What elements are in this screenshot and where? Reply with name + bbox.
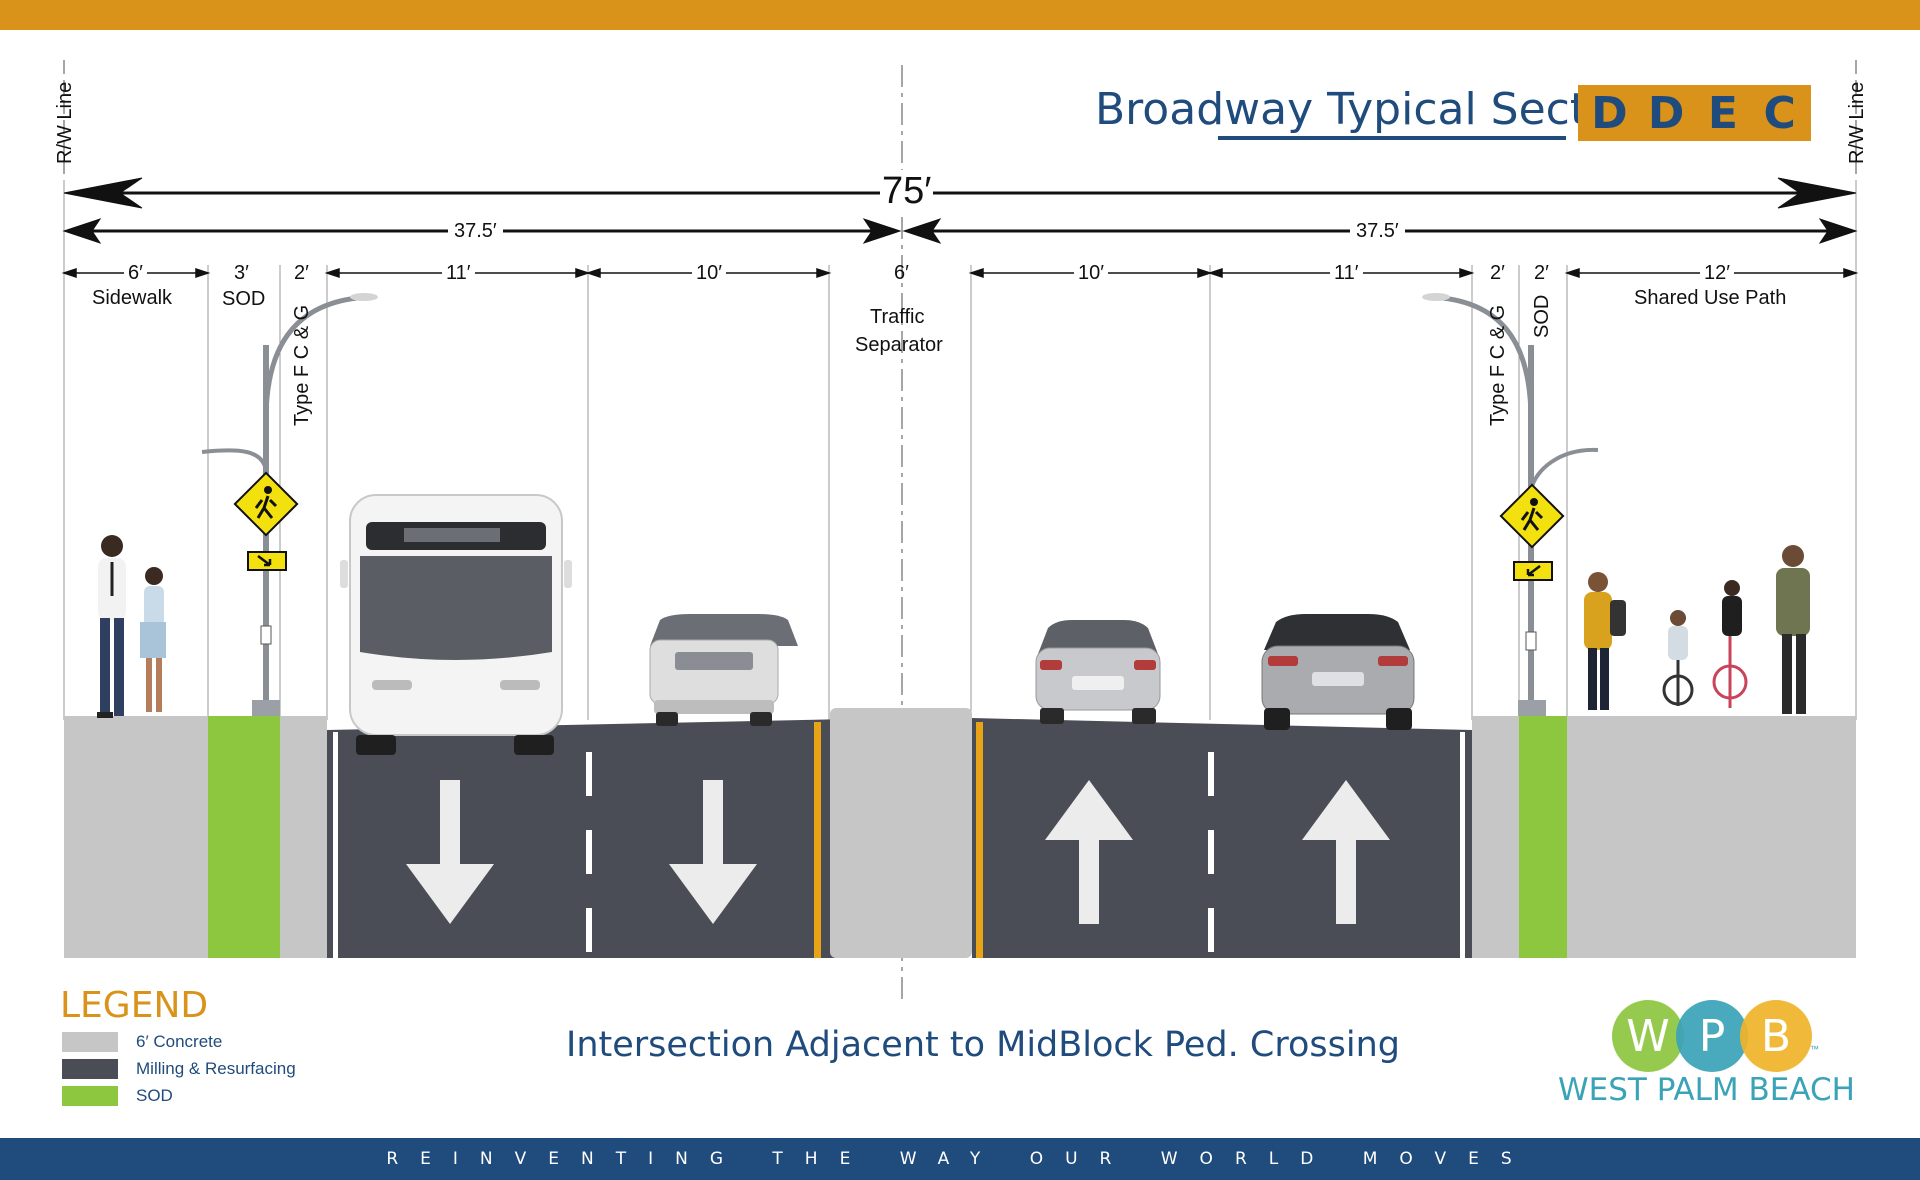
wpb-letter-p: P xyxy=(1676,1000,1748,1072)
ped-crossing-sign-left xyxy=(233,471,299,645)
label-separator-line2: Separator xyxy=(855,334,943,356)
ddec-letter: C xyxy=(1763,87,1796,139)
label-curb-left: Type F C & G xyxy=(291,304,313,426)
legend-title: LEGEND xyxy=(60,985,209,1026)
label-sidewalk: Sidewalk xyxy=(92,287,173,309)
ped-crossing-sign-right xyxy=(1499,483,1565,651)
dim-lane-left-outer: 11′ xyxy=(442,262,475,285)
footer-bar: REINVENTING THE WAY OUR WORLD MOVES xyxy=(0,1138,1920,1180)
station-wagon xyxy=(1261,614,1415,730)
dimension-total-label: 75′ xyxy=(880,170,934,213)
dim-sod-right: 2′ xyxy=(1534,262,1549,284)
curb-right xyxy=(1472,716,1519,958)
sod-left xyxy=(208,716,280,958)
label-separator-line1: Traffic xyxy=(870,306,925,328)
legend-label: SOD xyxy=(136,1086,173,1105)
pedestrian-man xyxy=(97,535,126,718)
lane-arrows xyxy=(406,780,1390,924)
compact-suv xyxy=(1035,620,1161,724)
dim-lane-left-inner: 10′ xyxy=(692,262,726,285)
arrow-up-2 xyxy=(1302,780,1390,924)
section-subtitle: Intersection Adjacent to MidBlock Ped. C… xyxy=(566,1025,1400,1065)
legend-swatch-sod xyxy=(62,1086,118,1106)
legend-item-sod: SOD xyxy=(62,1086,173,1106)
shared-use-path xyxy=(1567,716,1856,958)
dimension-75 xyxy=(63,177,1857,209)
dim-curb-right: 2′ xyxy=(1490,262,1505,284)
segment-dimension-lines xyxy=(61,267,1859,279)
road-left xyxy=(327,718,898,958)
legend-swatch-concrete xyxy=(62,1032,118,1052)
title-underline xyxy=(1218,136,1566,140)
wpb-logo: W P B xyxy=(1612,1000,1812,1072)
ddec-letter: D xyxy=(1647,87,1685,139)
ddec-letter: D xyxy=(1591,87,1628,139)
sidewalk-left xyxy=(64,716,208,958)
wpb-trademark: ™ xyxy=(1810,1044,1819,1054)
section-body xyxy=(64,708,1856,958)
dim-lane-right-inner: 10′ xyxy=(1074,262,1108,285)
dim-sod-left: 3′ xyxy=(234,262,249,284)
dim-curb-left: 2′ xyxy=(294,262,309,284)
legend-label: Milling & Resurfacing xyxy=(136,1059,296,1078)
dim-lane-right-outer: 11′ xyxy=(1330,262,1363,285)
wpb-letter-b: B xyxy=(1740,1000,1812,1072)
bus xyxy=(340,494,572,755)
ddec-letter: E xyxy=(1707,87,1738,139)
label-curb-right: Type F C & G xyxy=(1487,304,1509,426)
dim-separator: 6′ xyxy=(894,262,909,284)
ddec-logo: D D E C xyxy=(1578,85,1811,141)
rw-line-right-label: R/W Line xyxy=(1846,81,1868,164)
label-shared-use-path: Shared Use Path xyxy=(1634,287,1787,309)
cyclist-2 xyxy=(1712,580,1748,708)
pedestrian-child xyxy=(140,567,166,712)
arrow-down-1 xyxy=(406,780,494,924)
cyclist-1 xyxy=(1662,610,1694,706)
arrow-up-1 xyxy=(1045,780,1133,924)
curb-left xyxy=(280,716,327,958)
dim-shared-use-path: 12′ xyxy=(1700,262,1734,285)
page-title: Broadway Typical Section xyxy=(1095,84,1655,135)
label-sod-left: SOD xyxy=(222,288,266,310)
arrow-down-2 xyxy=(669,780,757,924)
legend-item-concrete: 6′ Concrete xyxy=(62,1032,222,1052)
pedestrian-backpack xyxy=(1584,572,1626,710)
legend-item-milling: Milling & Resurfacing xyxy=(62,1059,296,1079)
rw-line-left-label: R/W Line xyxy=(54,81,76,164)
traffic-separator xyxy=(830,708,972,958)
sod-right xyxy=(1519,716,1567,958)
pedestrian-phone xyxy=(1776,545,1810,714)
dimension-half-left-label: 37.5′ xyxy=(448,220,503,243)
legend-label: 6′ Concrete xyxy=(136,1032,223,1051)
footer-tagline: REINVENTING THE WAY OUR WORLD MOVES xyxy=(386,1149,1534,1169)
top-accent-bar xyxy=(0,0,1920,30)
wpb-name: WEST PALM BEACH xyxy=(1558,1072,1855,1108)
label-sod-right: SOD xyxy=(1531,294,1553,338)
legend-swatch-milling xyxy=(62,1059,118,1079)
wpb-letter-w: W xyxy=(1612,1000,1684,1072)
dim-sidewalk: 6′ xyxy=(124,262,147,285)
dimension-half-right-label: 37.5′ xyxy=(1350,220,1405,243)
pickup-truck xyxy=(649,614,798,726)
